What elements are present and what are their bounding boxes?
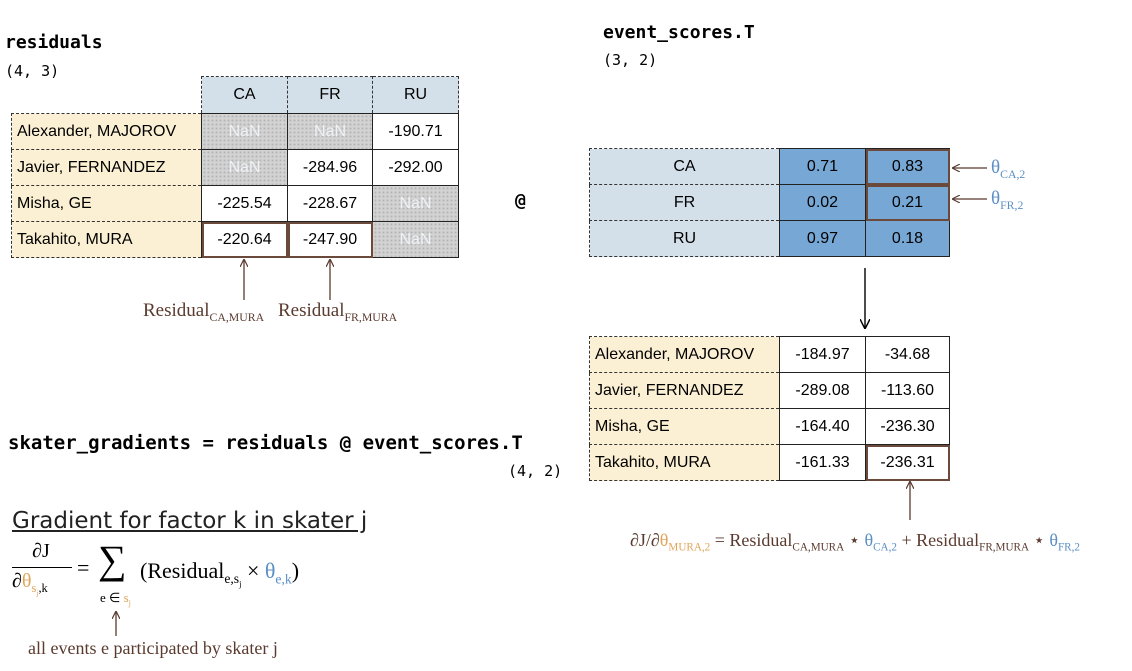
formula-equals: = — [77, 555, 90, 580]
residuals-title: residuals — [5, 32, 103, 53]
sum-subscript: e ∈ sj — [100, 590, 131, 608]
table-cell: -161.33 — [779, 444, 866, 481]
residuals-table: CA FR RU Alexander, MAJOROV NaN NaN -190… — [11, 76, 459, 258]
highlight-cell-mura2: -236.31 — [865, 444, 950, 481]
table-cell: -292.00 — [372, 149, 459, 186]
row-label: Misha, GE — [11, 185, 202, 222]
residual-ca-mura-label: ResidualCA,MURA — [143, 300, 265, 324]
table-cell: 0.18 — [865, 220, 950, 257]
table-cell: 0.71 — [779, 148, 866, 185]
formula-denominator: ∂θsj,k — [12, 570, 48, 598]
highlight-cell-ca-mura: -220.64 — [201, 221, 288, 258]
table-cell: -228.67 — [287, 185, 373, 222]
row-label: RU — [589, 220, 780, 257]
row-label: CA — [589, 148, 780, 185]
formula-numerator: ∂J — [32, 540, 50, 562]
table-cell: NaN — [287, 113, 373, 150]
table-cell: -289.08 — [779, 372, 866, 409]
row-label: Takahito, MURA — [11, 221, 202, 258]
table-cell: -225.54 — [201, 185, 288, 222]
equation-shape: (4, 2) — [508, 462, 563, 480]
residuals-shape: (4, 3) — [5, 62, 60, 80]
table-cell: -190.71 — [372, 113, 459, 150]
fraction-bar — [12, 567, 72, 568]
matmul-operator: @ — [515, 190, 526, 211]
result-table: Alexander, MAJOROV -184.97 -34.68 Javier… — [589, 336, 950, 481]
col-header-ca: CA — [201, 76, 288, 114]
table-cell: NaN — [372, 221, 459, 258]
row-label: Alexander, MAJOROV — [589, 336, 780, 373]
sigma-symbol: ∑ — [98, 537, 127, 582]
row-label: Takahito, MURA — [589, 444, 780, 481]
highlight-cell-theta-fr2: 0.21 — [865, 184, 950, 221]
table-cell: -184.97 — [779, 336, 866, 373]
row-label: FR — [589, 184, 780, 221]
row-label: Misha, GE — [589, 408, 780, 445]
sum-note: all events e participated by skater j — [28, 638, 278, 658]
col-header-fr: FR — [287, 76, 373, 114]
table-cell: -164.40 — [779, 408, 866, 445]
formula-body: (Residuale,sj × θe,k) — [140, 558, 300, 590]
table-cell: 0.97 — [779, 220, 866, 257]
formula-heading: Gradient for factor k in skater j — [12, 508, 368, 534]
table-cell: NaN — [201, 149, 288, 186]
table-cell: NaN — [372, 185, 459, 222]
col-header-ru: RU — [372, 76, 459, 114]
event-scores-table: CA 0.71 0.83 FR 0.02 0.21 RU 0.97 0.18 — [589, 148, 950, 257]
residual-fr-mura-label: ResidualFR,MURA — [278, 300, 398, 324]
theta-ca2-label: θCA,2 — [991, 157, 1026, 181]
highlight-cell-fr-mura: -247.90 — [287, 221, 373, 258]
event-scores-shape: (3, 2) — [603, 51, 658, 69]
table-cell: -284.96 — [287, 149, 373, 186]
event-scores-title: event_scores.T — [603, 22, 755, 43]
row-label: Alexander, MAJOROV — [11, 113, 202, 150]
row-label: Javier, FERNANDEZ — [11, 149, 202, 186]
table-cell: -34.68 — [865, 336, 950, 373]
theta-fr2-label: θFR,2 — [991, 188, 1024, 212]
gradient-expression: ∂J/∂θMURA,2 = ResidualCA,MURA ⋆ θCA,2 + … — [630, 530, 1080, 554]
table-cell: NaN — [201, 113, 288, 150]
equation-text: skater_gradients = residuals @ event_sco… — [8, 432, 523, 454]
